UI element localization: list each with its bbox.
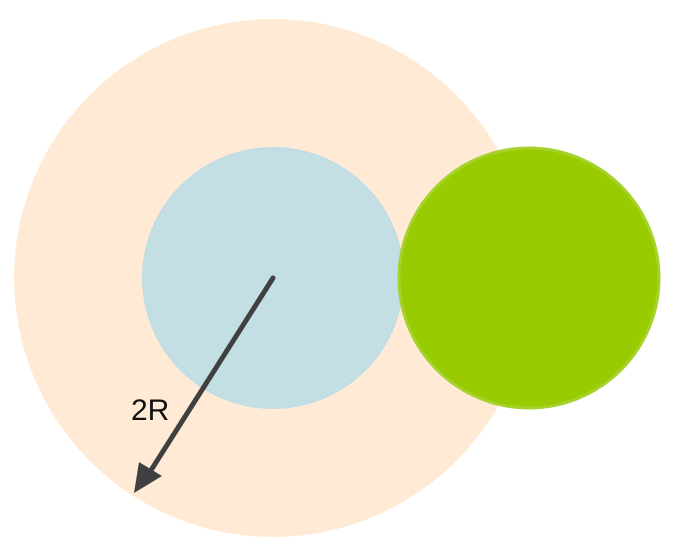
radius-arrow	[134, 275, 276, 493]
neighbor-circle	[397, 146, 661, 410]
radius-label: 2R	[131, 394, 169, 427]
arrowhead-icon	[134, 462, 162, 493]
